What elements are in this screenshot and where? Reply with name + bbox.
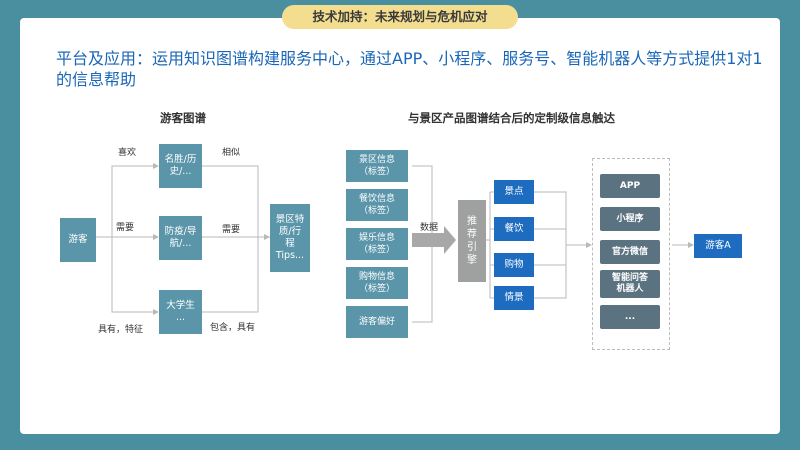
tag-dining-l2: （标签） — [358, 206, 395, 216]
tag-scenic: 景区信息 （标签） — [346, 150, 408, 182]
edge-contains: 包含，具有 — [210, 323, 256, 333]
result-box: 景区特 质/行 程 Tips... — [270, 204, 310, 272]
edge-needs2: 需要 — [222, 225, 241, 235]
node-student-line1: 大学生 — [166, 300, 195, 311]
channel-more: ... — [600, 305, 660, 329]
channel-mini-label: 小程序 — [616, 213, 644, 224]
tag-stack: 景区信息 （标签） 餐饮信息 （标签） 娱乐信息 （标签） 购物信息 （标签） 游客偏好 — [346, 150, 408, 338]
cat-shopping: 购物 — [494, 253, 534, 277]
edge-similar: 相似 — [222, 148, 241, 158]
tag-ent-l2: （标签） — [358, 245, 395, 255]
right-heading: 与景区产品图谱结合后的定制级信息触达 — [408, 111, 615, 125]
channel-robot-l1: 智能问答 — [611, 273, 648, 283]
engine-c1: 推 — [467, 216, 477, 227]
edge-has: 具有，特征 — [98, 325, 144, 335]
tag-scenic-l1: 景区信息 — [358, 155, 395, 165]
node-epidemic-line2: 航/... — [169, 238, 192, 249]
target-visitor: 游客A — [694, 234, 742, 258]
channel-app-label: APP — [619, 180, 641, 191]
tag-entertainment: 娱乐信息 （标签） — [346, 228, 408, 260]
channel-wechat-label: 官方微信 — [611, 246, 648, 257]
node-epidemic-line1: 防疫/导 — [164, 226, 197, 237]
node-student-line2: ... — [175, 312, 186, 323]
channel-miniprogram: 小程序 — [600, 207, 660, 231]
tag-dining-l1: 餐饮信息 — [358, 194, 395, 204]
channel-app: APP — [600, 174, 660, 198]
tag-shop-l1: 购物信息 — [358, 272, 395, 282]
edge-likes: 喜欢 — [118, 148, 137, 158]
result-line1: 景区特 — [275, 214, 305, 225]
result-line3: 程 — [285, 238, 295, 249]
channel-wechat: 官方微信 — [600, 240, 660, 264]
channel-robot-l2: 机器人 — [616, 284, 644, 294]
tag-ent-l1: 娱乐信息 — [358, 233, 395, 243]
cat-scene: 情景 — [494, 286, 534, 310]
recommend-engine: 推 荐 引 擎 — [458, 200, 486, 282]
channel-robot: 智能问答机器人 — [600, 270, 660, 298]
node-history-line1: 名胜/历 — [164, 154, 197, 165]
result-line2: 质/行 — [278, 226, 302, 237]
node-history-line2: 史/... — [169, 166, 192, 177]
tag-shopping: 购物信息 （标签） — [346, 267, 408, 299]
engine-c4: 擎 — [467, 255, 477, 266]
tag-shop-l2: （标签） — [358, 284, 395, 294]
edge-needs: 需要 — [116, 223, 135, 233]
visitor-box: 游客 — [60, 218, 96, 262]
tag-pref-l1: 游客偏好 — [358, 317, 395, 327]
cat-dining: 餐饮 — [494, 217, 534, 241]
channel-more-label: ... — [624, 311, 636, 322]
tag-dining: 餐饮信息 （标签） — [346, 189, 408, 221]
tag-preference: 游客偏好 — [346, 306, 408, 338]
node-student: 大学生 ... — [159, 290, 202, 334]
cat-scenic: 景点 — [494, 180, 534, 204]
channel-group — [592, 158, 670, 350]
tag-scenic-l2: （标签） — [358, 167, 395, 177]
slide-title: 平台及应用：运用知识图谱构建服务中心，通过APP、小程序、服务号、智能机器人等方… — [56, 49, 763, 89]
node-history: 名胜/历 史/... — [159, 144, 202, 188]
result-line4: Tips... — [275, 250, 305, 261]
engine-c2: 荐 — [467, 229, 477, 240]
left-heading: 游客图谱 — [160, 111, 206, 125]
header-pill: 技术加持：未来规划与危机应对 — [282, 5, 518, 29]
node-epidemic: 防疫/导 航/... — [159, 216, 202, 260]
data-label: 数据 — [420, 223, 439, 233]
engine-c3: 引 — [467, 242, 477, 253]
